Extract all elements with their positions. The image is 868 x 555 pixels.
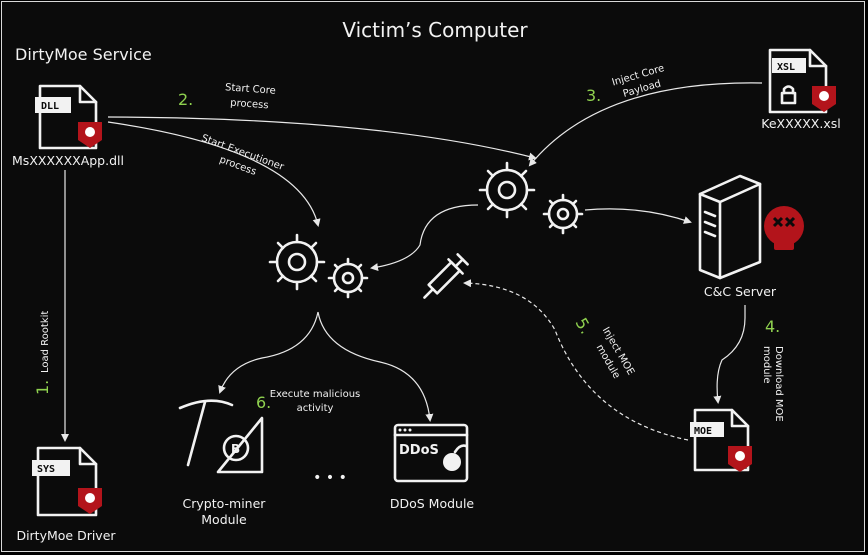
step-4-label: Download MOE module — [761, 346, 784, 422]
ddos-window-icon: DDoS — [393, 423, 469, 483]
svg-text:1.: 1. — [33, 380, 52, 395]
arrow-core-to-cnc — [584, 208, 692, 224]
arrow-inject-core — [528, 82, 763, 167]
malware-badge-icon — [728, 446, 752, 472]
step-1: 1. Load Rootkit — [33, 311, 52, 395]
step-2-label: Start Core process — [225, 82, 276, 112]
arrow-inject-moe — [463, 279, 689, 441]
step-6-number: 6. — [256, 393, 271, 412]
arrow-core-to-executioner — [370, 204, 479, 272]
step-3-number: 3. — [586, 86, 601, 105]
xsl-file-icon: XSL — [768, 48, 836, 114]
svg-text:Start Core: Start Core — [225, 82, 276, 97]
step-4-number: 4. — [765, 317, 780, 336]
svg-text:MOE: MOE — [694, 426, 712, 437]
core-process-gears-icon — [478, 161, 584, 235]
service-label: DirtyMoe Service — [15, 45, 152, 64]
lock-icon — [780, 85, 797, 105]
arrow-start-core — [107, 116, 537, 161]
malware-badge-icon — [78, 488, 102, 514]
ddos-label: DDoS Module — [390, 496, 475, 511]
malware-badge-icon — [812, 86, 836, 112]
sys-file-icon: SYS — [32, 446, 102, 517]
step-6-line1: Execute malicious — [270, 389, 361, 400]
arrow-to-ddos — [317, 311, 434, 422]
step-2-number: 2. — [178, 90, 193, 109]
malware-badge-icon — [78, 122, 102, 148]
cnc-label: C&C Server — [704, 284, 777, 299]
driver-label: DirtyMoe Driver — [16, 528, 116, 543]
svg-text:DDoS: DDoS — [399, 443, 439, 458]
pickaxe-coin-icon: B — [178, 399, 264, 474]
svg-text:module: module — [761, 346, 772, 383]
step-2b-label: Start Executioner process — [200, 133, 286, 178]
server-icon — [698, 174, 762, 280]
svg-text:DLL: DLL — [41, 101, 59, 112]
svg-text:Load Rootkit: Load Rootkit — [40, 311, 51, 373]
moe-file-icon: MOE — [690, 408, 752, 472]
svg-text:Download MOE: Download MOE — [773, 346, 784, 422]
step-6-line2: activity — [297, 403, 334, 414]
dll-file-icon: DLL — [35, 84, 102, 150]
svg-text:B: B — [231, 442, 240, 456]
executioner-process-gears-icon — [268, 233, 369, 299]
ellipsis: • • • — [313, 470, 347, 486]
crypto-label-line1: Crypto-miner — [183, 496, 267, 511]
connectors — [61, 82, 763, 442]
arrow-download-moe — [713, 305, 746, 404]
svg-text:process: process — [230, 98, 269, 112]
diagram-title: Victim’s Computer — [342, 18, 528, 42]
dll-label: MsXXXXXXApp.dll — [12, 153, 124, 168]
syringe-icon — [423, 253, 469, 299]
svg-text:XSL: XSL — [777, 62, 795, 73]
xsl-label: KeXXXXX.xsl — [761, 116, 840, 131]
arrow-to-crypto — [218, 311, 319, 394]
crypto-label-line2: Module — [201, 512, 247, 527]
skull-icon — [764, 206, 804, 250]
svg-text:SYS: SYS — [37, 464, 55, 475]
step-5: 5. Inject MOE module — [572, 315, 637, 381]
arrow-start-executioner — [107, 121, 321, 227]
svg-text:5.: 5. — [572, 315, 596, 338]
